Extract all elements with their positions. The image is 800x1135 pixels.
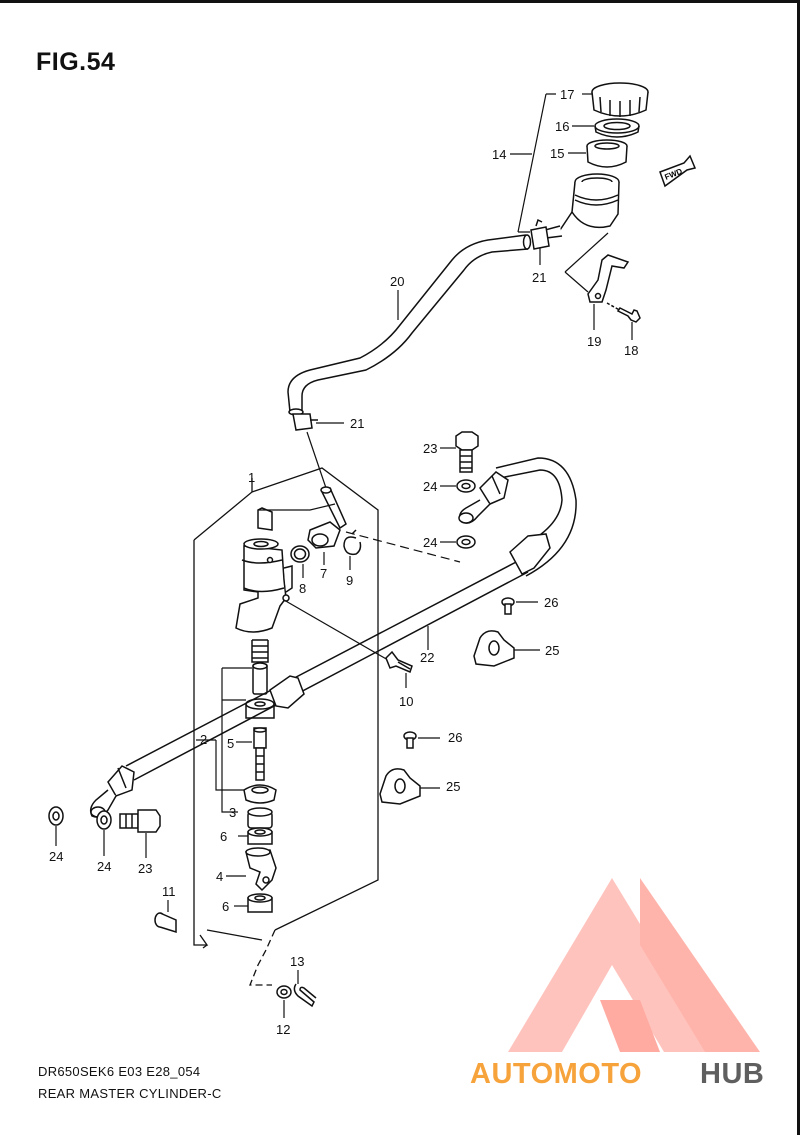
callout-10: 10: [399, 694, 413, 709]
callout-15: 15: [550, 146, 564, 161]
reservoir-tank: [551, 173, 620, 235]
bolt-10: [385, 650, 413, 674]
figure-name: REAR MASTER CYLINDER-C: [38, 1086, 222, 1101]
callout-3: 3: [229, 805, 236, 820]
hose-guide-lower: [379, 768, 421, 805]
brake-hose-fitting-lower: [89, 765, 135, 818]
hose-clamp-lower: [292, 413, 318, 431]
callout-14: 14: [492, 147, 506, 162]
callout-4: 4: [216, 869, 223, 884]
reservoir-callout-lines: [510, 93, 633, 340]
callout-24-upper-a: 24: [423, 479, 437, 494]
group-box-1: [193, 467, 379, 986]
callout-5: 5: [227, 736, 234, 751]
cotter-pin: [293, 983, 317, 1008]
callout-7: 7: [320, 566, 327, 581]
callout-26-lower: 26: [448, 730, 462, 745]
reservoir-diaphragm: [586, 139, 628, 168]
watermark-text-part1: AUTOMOTO: [470, 1058, 642, 1090]
washer-lower-b: [96, 810, 112, 830]
callout-25-upper: 25: [545, 643, 559, 658]
callout-23-upper: 23: [423, 441, 437, 456]
callout-19: 19: [587, 334, 601, 349]
fwd-arrow-tag: FWD: [659, 154, 697, 188]
callout-6-lower: 6: [222, 899, 229, 914]
figure-title: FIG.54: [36, 48, 116, 76]
hose-clamp-upper: [530, 218, 550, 250]
callout-24-lower-b: 24: [97, 859, 111, 874]
clevis-pin: [154, 912, 177, 934]
brake-hose-fitting-upper: [458, 471, 509, 524]
master-cylinder-body: [235, 507, 293, 633]
callout-9: 9: [346, 573, 353, 588]
washer-12: [276, 985, 292, 999]
guide-callout-lines: [418, 601, 540, 789]
watermark-text-part2: HUB: [700, 1058, 764, 1090]
screw-lower: [403, 731, 417, 749]
callout-18: 18: [624, 343, 638, 358]
watermark-logo: [508, 878, 760, 1052]
o-ring-8: [290, 545, 310, 563]
reservoir-cap: [591, 82, 649, 117]
brake-hose-sleeve-lower: [269, 675, 305, 709]
pin-callout-lines: [167, 900, 299, 1018]
reservoir-bolt: [606, 302, 641, 323]
callout-13: 13: [290, 954, 304, 969]
reservoir-hose: [287, 234, 532, 416]
callout-16: 16: [555, 119, 569, 134]
callout-11: 11: [162, 884, 176, 899]
figure-code: DR650SEK6 E03 E28_054: [38, 1064, 201, 1079]
callout-23-lower: 23: [138, 861, 152, 876]
washer-upper-a: [456, 479, 476, 493]
hose-guide-upper: [473, 630, 515, 667]
washer-callout-lines: [55, 447, 456, 858]
callout-8: 8: [299, 581, 306, 596]
callout-20: 20: [390, 274, 404, 289]
callout-17: 17: [560, 87, 574, 102]
callout-12: 12: [276, 1022, 290, 1037]
hose-callout-lines: [306, 290, 399, 489]
callout-24-lower-a: 24: [49, 849, 63, 864]
piston-spring-assembly: [243, 639, 277, 913]
callout-21-lower: 21: [350, 416, 364, 431]
frame-top-border: [0, 0, 800, 3]
callout-25-lower: 25: [446, 779, 460, 794]
callout-21-upper: 21: [532, 270, 546, 285]
callout-2: 2: [200, 732, 207, 747]
callout-24-upper-b: 24: [423, 535, 437, 550]
group-callout-lines-1: [258, 503, 461, 661]
callout-6-upper: 6: [220, 829, 227, 844]
union-bolt-upper: [455, 431, 479, 473]
reservoir-bracket: [564, 232, 630, 303]
washer-lower-a: [48, 806, 64, 826]
callout-1: 1: [248, 470, 255, 485]
brake-hose-sleeve-upper: [509, 533, 551, 575]
screw-upper: [501, 597, 515, 615]
callout-26-upper: 26: [544, 595, 558, 610]
union-bolt-lower: [119, 809, 161, 833]
reservoir-plate: [594, 118, 640, 138]
washer-upper-b: [456, 535, 476, 549]
callout-22: 22: [420, 650, 434, 665]
frame-right-border: [797, 0, 800, 1135]
inlet-fitting: [307, 486, 347, 549]
